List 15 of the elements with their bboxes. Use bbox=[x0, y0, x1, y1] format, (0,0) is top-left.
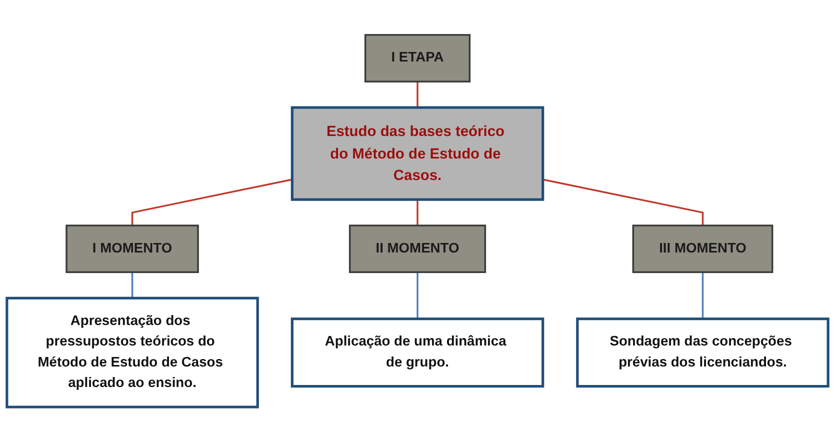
node-box: Aplicação de uma dinâmica de grupo. bbox=[290, 317, 544, 388]
node-box: Estudo das bases teórico do Método de Estudo de Casos. bbox=[290, 106, 544, 200]
node-box: III MOMENTO bbox=[632, 224, 774, 273]
connector bbox=[416, 272, 418, 318]
connector bbox=[131, 272, 134, 298]
connector bbox=[416, 81, 418, 108]
connector bbox=[542, 178, 704, 226]
node-box: Sondagem das concepções prévias dos licenciandos. bbox=[576, 317, 830, 388]
connector bbox=[416, 199, 418, 226]
node-box: I ETAPA bbox=[364, 34, 471, 82]
node-box: Apresentação dos pressupostos teóricos do Método de Estudo de Casos aplicado ao ensino. bbox=[6, 296, 259, 408]
connector bbox=[702, 272, 704, 318]
node-box: I MOMENTO bbox=[66, 224, 199, 273]
connector bbox=[131, 178, 292, 226]
node-box: II MOMENTO bbox=[348, 224, 486, 273]
